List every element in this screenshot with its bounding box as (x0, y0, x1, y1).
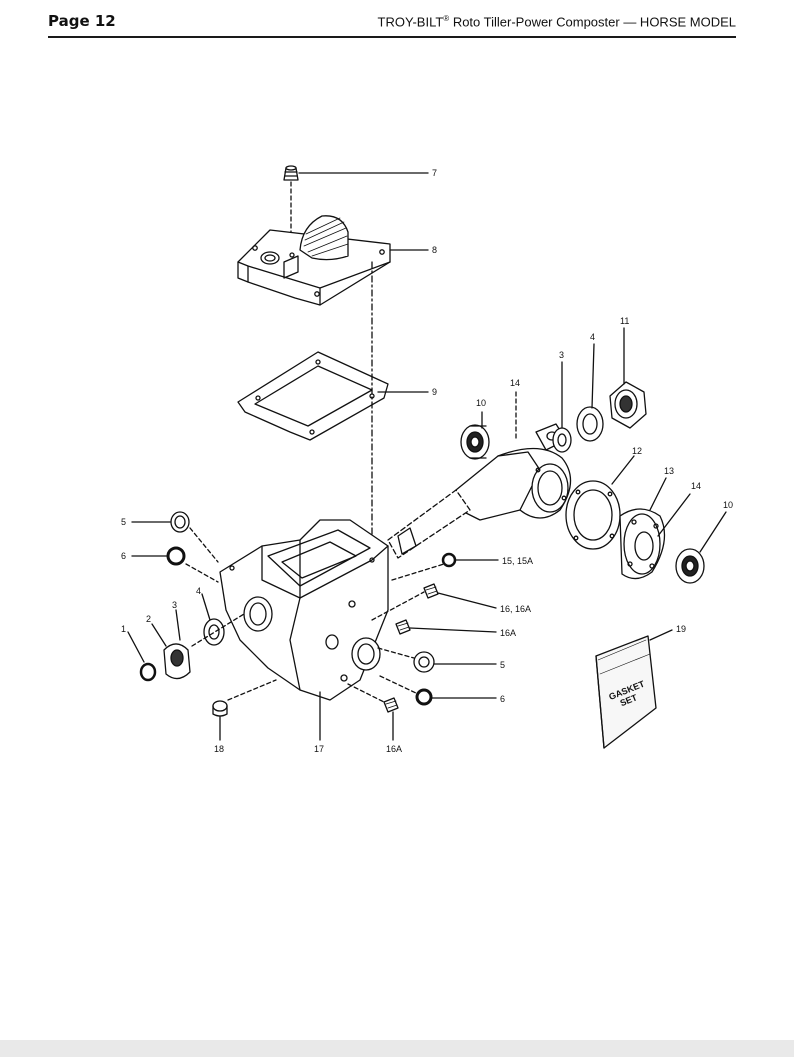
part-4-washer-left (203, 618, 225, 646)
brand-name: TROY-BILT (377, 14, 444, 30)
part-16a-screw-bottom (383, 697, 399, 713)
callout-8: 8 (432, 245, 437, 255)
callout-5-right: 5 (500, 660, 505, 670)
part-6-o-ring-right (415, 688, 433, 706)
callout-6-left: 6 (121, 551, 126, 561)
part-1-washer (139, 662, 157, 682)
page-header: Page 12 TROY-BILT® Roto Tiller-Power Com… (48, 12, 736, 38)
part-9-gasket (237, 351, 389, 441)
page-title: TROY-BILT® Roto Tiller-Power Composter —… (378, 14, 736, 29)
registered-mark: ® (443, 14, 450, 23)
callout-13: 13 (664, 466, 674, 476)
callout-3-top: 3 (559, 350, 564, 360)
part-10-bearing-right (675, 548, 705, 584)
callout-11: 11 (620, 316, 629, 326)
callout-7: 7 (432, 168, 437, 178)
part-10-bearing-left (460, 424, 490, 460)
callout-5-left: 5 (121, 517, 126, 527)
part-8-top-cover (237, 215, 391, 306)
callout-18: 18 (214, 744, 224, 754)
part-2-bearing-cap (163, 643, 191, 680)
callout-16a-mid: 16A (500, 628, 516, 638)
page-number: Page 12 (48, 12, 116, 30)
part-15-o-ring (441, 552, 457, 568)
callout-3-left: 3 (172, 600, 177, 610)
part-7-set-screw (283, 165, 299, 181)
callout-9: 9 (432, 387, 437, 397)
title-text: Roto Tiller-Power Composter — HORSE MODE… (449, 14, 736, 30)
callout-10-left: 10 (476, 398, 486, 408)
viewer-background (0, 1040, 794, 1057)
part-17-main-housing (219, 519, 417, 701)
part-16-screw (423, 583, 439, 599)
callout-1: 1 (121, 624, 126, 634)
callout-4-left: 4 (196, 586, 201, 596)
callout-12: 12 (632, 446, 642, 456)
callout-2: 2 (146, 614, 151, 624)
callout-16-16a: 16, 16A (500, 604, 531, 614)
part-5-plug-left (170, 511, 190, 533)
callout-6-right: 6 (500, 694, 505, 704)
part-18-drain-plug (212, 700, 228, 717)
callout-4-top: 4 (590, 332, 595, 342)
callout-14-right: 14 (691, 481, 701, 491)
callout-14-top: 14 (510, 378, 520, 388)
part-19-gasket-set-bag (595, 635, 657, 749)
part-3-seal-top (552, 427, 572, 453)
part-6-o-ring-left (166, 546, 186, 566)
part-13-side-flange (619, 508, 666, 580)
callout-10-right: 10 (723, 500, 733, 510)
callout-15-15a: 15, 15A (502, 556, 533, 566)
part-12-flange-gasket (565, 480, 621, 550)
part-11-end-cap (609, 381, 647, 429)
callout-16a-bottom: 16A (386, 744, 402, 754)
callout-17: 17 (314, 744, 324, 754)
part-16a-screw-mid (395, 619, 411, 635)
part-4-washer-top (576, 406, 604, 442)
callout-19: 19 (676, 624, 686, 634)
part-5-plug-right (413, 651, 435, 673)
